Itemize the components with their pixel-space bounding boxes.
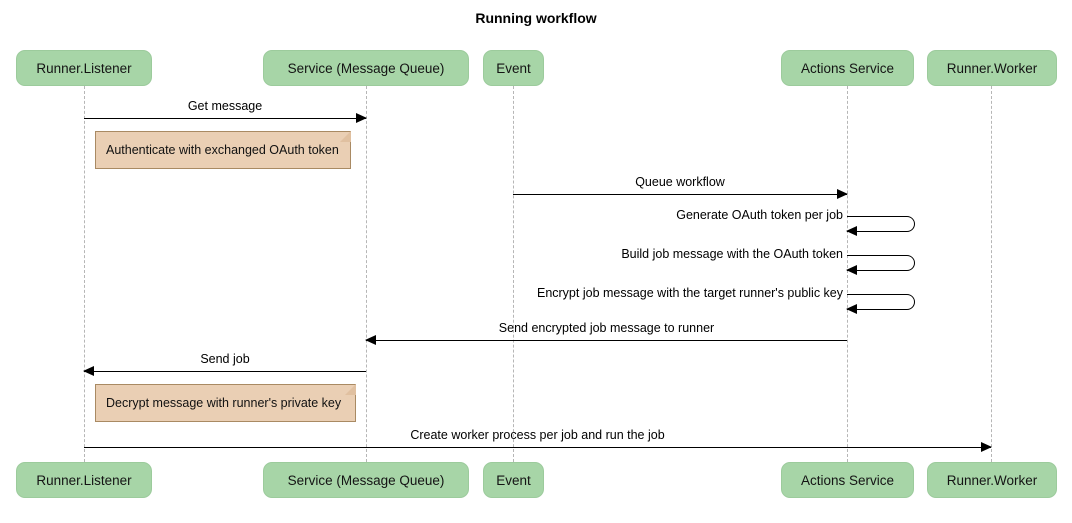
arrowhead-left-icon (846, 226, 857, 236)
message-line (84, 447, 991, 448)
message-line (513, 194, 847, 195)
self-message-loop (847, 255, 915, 271)
arrowhead-right-icon (981, 442, 992, 452)
lifeline-runner-listener (84, 86, 85, 462)
note-fold-icon (340, 131, 351, 142)
arrowhead-right-icon (356, 113, 367, 123)
lifeline-runner-worker (991, 86, 992, 462)
participant-label: Service (Message Queue) (287, 472, 445, 488)
participant-label: Service (Message Queue) (287, 60, 445, 76)
participant-service-message-queue-top[interactable]: Service (Message Queue) (263, 50, 469, 86)
participant-event-bottom[interactable]: Event (483, 462, 544, 498)
arrowhead-right-icon (837, 189, 848, 199)
participant-label: Event (496, 60, 531, 76)
self-message-generate-oauth-token-per-job[interactable]: Generate OAuth token per job (676, 208, 915, 236)
participant-label: Actions Service (800, 472, 895, 488)
message-label: Create worker process per job and run th… (410, 428, 665, 442)
note-authenticate: Authenticate with exchanged OAuth token (95, 131, 351, 169)
arrowhead-left-icon (365, 335, 376, 345)
note-decrypt: Decrypt message with runner's private ke… (95, 384, 356, 422)
message-line (84, 371, 366, 372)
note-text: Decrypt message with runner's private ke… (106, 396, 342, 410)
participant-label: Runner.Listener (36, 472, 132, 488)
participant-actions-service-bottom[interactable]: Actions Service (781, 462, 914, 498)
lifeline-service-message-queue (366, 86, 367, 462)
message-label: Get message (187, 99, 263, 113)
message-line (84, 118, 366, 119)
self-message-build-job-message-with-oauth-token[interactable]: Build job message with the OAuth token (621, 247, 915, 275)
self-message-label: Build job message with the OAuth token (621, 247, 843, 261)
message-line (366, 340, 847, 341)
arrowhead-left-icon (846, 304, 857, 314)
note-fold-icon (345, 384, 356, 395)
self-message-label: Encrypt job message with the target runn… (536, 286, 843, 300)
self-message-encrypt-job-message-public-key[interactable]: Encrypt job message with the target runn… (537, 286, 915, 314)
message-label: Send encrypted job message to runner (498, 321, 715, 335)
self-message-loop (847, 294, 915, 310)
arrowhead-left-icon (83, 366, 94, 376)
participant-label: Actions Service (800, 60, 895, 76)
participant-runner-listener-top[interactable]: Runner.Listener (16, 50, 152, 86)
self-message-loop (847, 216, 915, 232)
participant-actions-service-top[interactable]: Actions Service (781, 50, 914, 86)
self-message-label: Generate OAuth token per job (676, 208, 843, 222)
message-label: Send job (200, 352, 250, 366)
message-label: Queue workflow (635, 175, 725, 189)
note-text: Authenticate with exchanged OAuth token (106, 143, 339, 157)
participant-label: Event (496, 472, 531, 488)
participant-runner-worker-bottom[interactable]: Runner.Worker (927, 462, 1057, 498)
arrowhead-left-icon (846, 265, 857, 275)
participant-runner-worker-top[interactable]: Runner.Worker (927, 50, 1057, 86)
page-title: Running workflow (475, 10, 597, 26)
participant-label: Runner.Worker (946, 472, 1038, 488)
participant-event-top[interactable]: Event (483, 50, 544, 86)
participant-runner-listener-bottom[interactable]: Runner.Listener (16, 462, 152, 498)
lifeline-event (513, 86, 514, 462)
participant-label: Runner.Worker (946, 60, 1038, 76)
participant-label: Runner.Listener (36, 60, 132, 76)
participant-service-message-queue-bottom[interactable]: Service (Message Queue) (263, 462, 469, 498)
